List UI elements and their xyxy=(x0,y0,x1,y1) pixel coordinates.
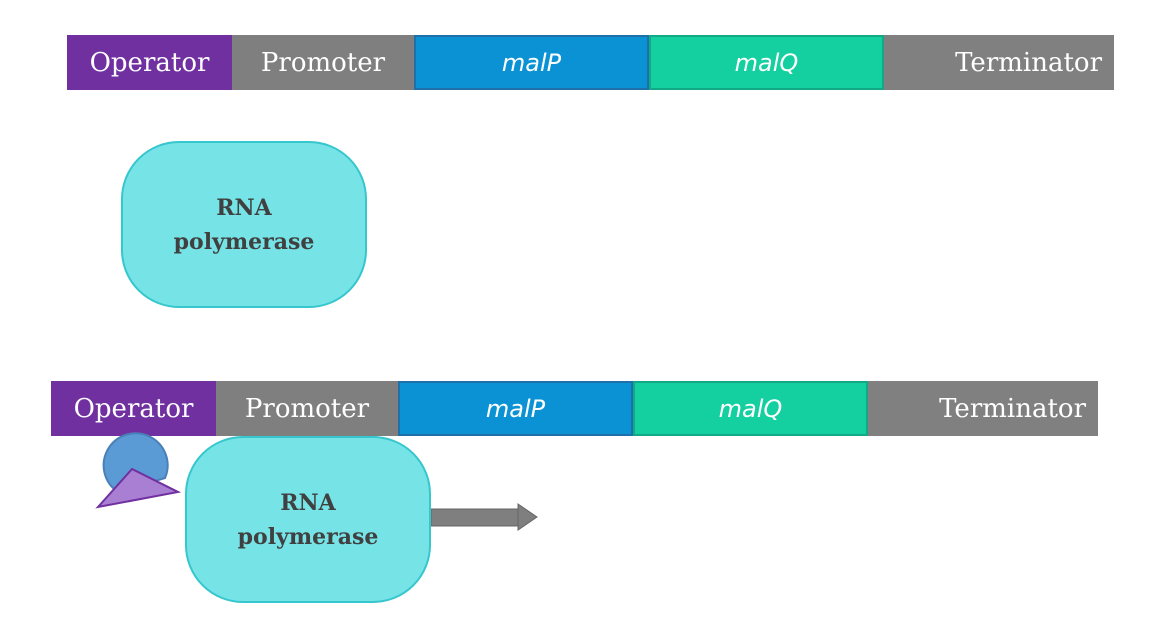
rna-polymerase-label-line2: polymerase xyxy=(237,523,379,550)
malp-gene-segment: malP xyxy=(398,381,633,436)
rna-polymerase-top: RNA polymerase xyxy=(121,141,367,308)
malp-gene-segment: malP xyxy=(414,35,649,90)
malq-gene-segment: malQ xyxy=(649,35,884,90)
operon-bottom: Operator Promoter malP malQ Terminator xyxy=(51,381,1098,436)
operator-segment: Operator xyxy=(51,381,216,436)
terminator-segment: Terminator xyxy=(884,35,1114,90)
terminator-segment: Terminator xyxy=(868,381,1098,436)
repressor-circle-icon xyxy=(102,432,169,494)
promoter-segment: Promoter xyxy=(216,381,398,436)
rna-polymerase-label-line1: RNA xyxy=(216,194,272,221)
promoter-segment: Promoter xyxy=(232,35,414,90)
rna-polymerase-bottom: RNA polymerase xyxy=(185,436,431,603)
rna-polymerase-label-line2: polymerase xyxy=(173,228,315,255)
operon-top: Operator Promoter malP malQ Terminator xyxy=(67,35,1114,90)
transcription-arrow-icon xyxy=(430,503,538,531)
malq-gene-segment: malQ xyxy=(633,381,868,436)
activator-triangle-icon xyxy=(95,467,182,509)
operator-segment: Operator xyxy=(67,35,232,90)
rna-polymerase-label-line1: RNA xyxy=(280,489,336,516)
